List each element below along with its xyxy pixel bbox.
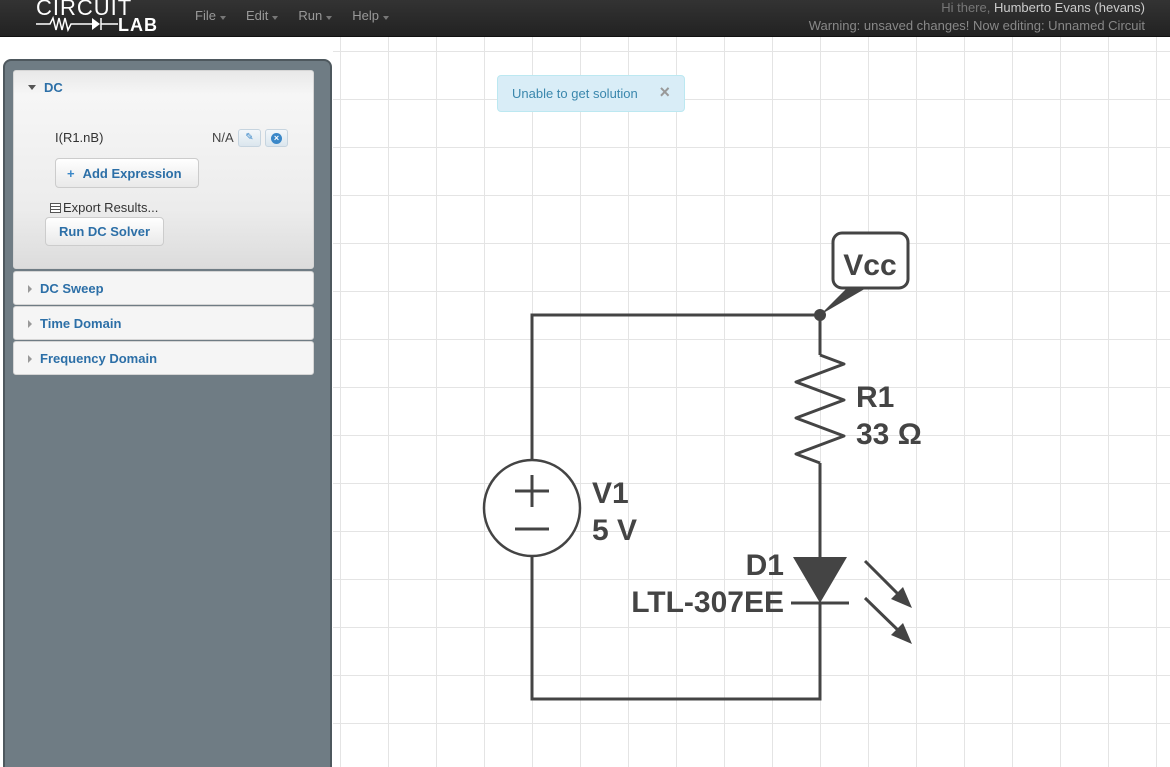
vcc-label: Vcc bbox=[843, 249, 896, 282]
triangle-right-icon bbox=[28, 319, 32, 328]
logo-waveform-icon bbox=[36, 15, 118, 33]
username-link[interactable]: Humberto Evans (hevans) bbox=[993, 0, 1145, 15]
plus-icon: + bbox=[67, 165, 75, 181]
resistor-r1[interactable]: R1 33 Ω bbox=[794, 353, 922, 465]
main-menu: File Edit Run Help bbox=[195, 8, 409, 23]
dc-sweep-section: DC Sweep bbox=[13, 271, 314, 305]
menu-run-label: Run bbox=[298, 8, 323, 23]
menu-run[interactable]: Run bbox=[298, 8, 333, 23]
time-domain-header[interactable]: Time Domain bbox=[14, 307, 313, 340]
remove-circle-icon: × bbox=[271, 132, 282, 144]
triangle-right-icon bbox=[28, 284, 32, 293]
triangle-down-icon bbox=[28, 85, 36, 90]
v1-value: 5 V bbox=[592, 514, 637, 547]
menu-help-label: Help bbox=[352, 8, 379, 23]
frequency-domain-header[interactable]: Frequency Domain bbox=[14, 342, 313, 375]
expression-name: I(R1.nB) bbox=[55, 130, 104, 145]
v1-name: V1 bbox=[592, 477, 629, 510]
user-area: Hi there, Humberto Evans (hevans) Warnin… bbox=[809, 0, 1145, 34]
close-icon[interactable]: × bbox=[659, 82, 670, 102]
frequency-domain-section: Frequency Domain bbox=[13, 341, 314, 375]
caret-down-icon bbox=[382, 15, 389, 20]
triangle-right-icon bbox=[28, 354, 32, 363]
menu-help[interactable]: Help bbox=[352, 8, 389, 23]
time-domain-title: Time Domain bbox=[40, 316, 122, 331]
menu-file-label: File bbox=[195, 8, 216, 23]
expression-row: I(R1.nB) N/A ✎ × bbox=[55, 129, 295, 149]
caret-down-icon bbox=[219, 15, 226, 20]
dc-section-header[interactable]: DC bbox=[14, 71, 313, 104]
remove-expression-button[interactable]: × bbox=[265, 129, 288, 147]
export-results-label: Export Results... bbox=[63, 200, 159, 215]
unsaved-warning: Warning: unsaved changes! Now editing: U… bbox=[808, 18, 1145, 33]
dc-sweep-title: DC Sweep bbox=[40, 281, 104, 296]
greeting-text: Hi there, bbox=[941, 0, 991, 15]
circuitlab-logo[interactable]: CIRCUIT LAB bbox=[36, 0, 172, 36]
logo-text-top: CIRCUIT bbox=[36, 0, 133, 20]
vcc-net-label[interactable]: Vcc bbox=[820, 231, 910, 315]
voltage-source-v1[interactable]: V1 5 V bbox=[482, 458, 637, 558]
menu-edit[interactable]: Edit bbox=[245, 8, 279, 23]
wires bbox=[530, 313, 822, 701]
schematic: Vcc R1 33 Ω V1 5 V D1 LTL-307EE bbox=[482, 231, 922, 701]
simulation-panel: DC I(R1.nB) N/A ✎ × + Add Expression Exp… bbox=[3, 59, 332, 767]
edit-expression-button[interactable]: ✎ bbox=[238, 129, 261, 147]
menu-edit-label: Edit bbox=[245, 8, 269, 23]
list-icon bbox=[50, 202, 61, 213]
run-dc-solver-label: Run DC Solver bbox=[58, 224, 150, 239]
time-domain-section: Time Domain bbox=[13, 306, 314, 340]
alert-text: Unable to get solution bbox=[512, 86, 638, 101]
caret-down-icon bbox=[272, 15, 279, 20]
schematic-canvas[interactable]: Vcc R1 33 Ω V1 5 V D1 LTL-307EE bbox=[333, 37, 1170, 767]
run-dc-solver-button[interactable]: Run DC Solver bbox=[45, 217, 164, 246]
logo-text-bottom: LAB bbox=[118, 15, 158, 35]
dc-section: DC I(R1.nB) N/A ✎ × + Add Expression Exp… bbox=[13, 70, 314, 269]
export-results-link[interactable]: Export Results... bbox=[50, 200, 158, 215]
solution-alert: Unable to get solution × bbox=[497, 75, 685, 112]
dc-section-title: DC bbox=[44, 80, 63, 95]
add-expression-button[interactable]: + Add Expression bbox=[55, 158, 199, 188]
menu-file[interactable]: File bbox=[195, 8, 226, 23]
led-d1[interactable]: D1 LTL-307EE bbox=[631, 549, 912, 644]
dc-sweep-header[interactable]: DC Sweep bbox=[14, 272, 313, 305]
pencil-icon: ✎ bbox=[245, 132, 254, 143]
top-navbar: CIRCUIT LAB File Edit Run Help Hi there,… bbox=[0, 0, 1170, 37]
expression-value: N/A bbox=[212, 130, 234, 145]
d1-name: D1 bbox=[746, 549, 784, 582]
caret-down-icon bbox=[326, 15, 333, 20]
frequency-domain-title: Frequency Domain bbox=[40, 351, 158, 366]
r1-value: 33 Ω bbox=[856, 418, 922, 451]
d1-value: LTL-307EE bbox=[631, 586, 784, 619]
add-expression-label: Add Expression bbox=[82, 165, 182, 181]
r1-name: R1 bbox=[856, 381, 894, 414]
